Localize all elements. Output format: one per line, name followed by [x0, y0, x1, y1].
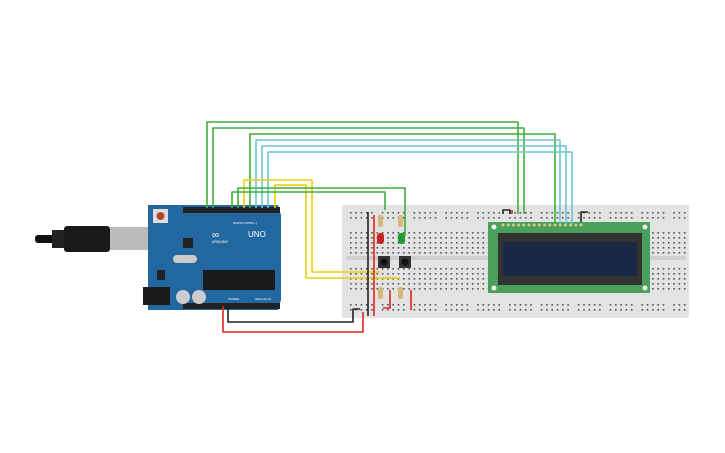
microcontroller-chip — [203, 270, 275, 290]
arduino-logo: ∞ — [212, 230, 219, 241]
lcd-pin — [537, 223, 541, 227]
power-jack — [143, 287, 170, 305]
wire-cyan[interactable] — [255, 139, 561, 224]
lcd-pin — [527, 223, 531, 227]
wire-black[interactable] — [502, 209, 511, 214]
lcd-pin — [501, 223, 505, 227]
resistor-4 — [398, 287, 403, 299]
digital-header — [183, 207, 280, 213]
pushbutton-2[interactable] — [399, 256, 411, 268]
wire-black[interactable] — [227, 306, 360, 323]
power-analog-header — [183, 303, 280, 309]
analog-label: ANALOG IN — [255, 297, 271, 301]
pushbutton-1[interactable] — [378, 256, 390, 268]
lcd-pin — [522, 223, 526, 227]
lcd-pin — [506, 223, 510, 227]
wire-yellow[interactable] — [243, 179, 380, 273]
lcd-pin — [569, 223, 573, 227]
lcd-pin — [574, 223, 578, 227]
arduino-uno-board[interactable]: UNO ARDUINO DIGITAL (PWM ~) POWER ANALOG… — [143, 205, 281, 310]
lcd-display[interactable] — [488, 222, 650, 293]
wire-green[interactable] — [212, 127, 525, 214]
wire-black[interactable] — [580, 211, 588, 222]
resistor-2 — [398, 215, 403, 227]
lcd-pin — [563, 223, 567, 227]
wire-cyan[interactable] — [261, 145, 567, 224]
wire-green[interactable] — [206, 121, 519, 214]
wire-red[interactable] — [222, 306, 364, 333]
led-green[interactable] — [398, 233, 405, 244]
lcd-pin — [548, 223, 552, 227]
lcd-pin — [579, 223, 583, 227]
wire-green[interactable] — [237, 187, 406, 236]
power-label: POWER — [228, 297, 240, 301]
resistor-1 — [378, 215, 383, 227]
wire-red[interactable] — [383, 290, 391, 309]
arduino-model-label: UNO — [248, 230, 266, 239]
wire-green[interactable] — [249, 133, 556, 224]
lcd-pin — [517, 223, 521, 227]
lcd-pin — [511, 223, 515, 227]
digital-label: DIGITAL (PWM ~) — [233, 221, 257, 225]
lcd-pin — [553, 223, 557, 227]
wire-green[interactable] — [231, 191, 386, 210]
usb-cable — [35, 226, 166, 252]
arduino-brand-label: ARDUINO — [212, 240, 228, 244]
lcd-pin — [532, 223, 536, 227]
resistor-3 — [378, 287, 383, 299]
led-red[interactable] — [377, 233, 384, 244]
lcd-pin — [558, 223, 562, 227]
lcd-pin — [543, 223, 547, 227]
